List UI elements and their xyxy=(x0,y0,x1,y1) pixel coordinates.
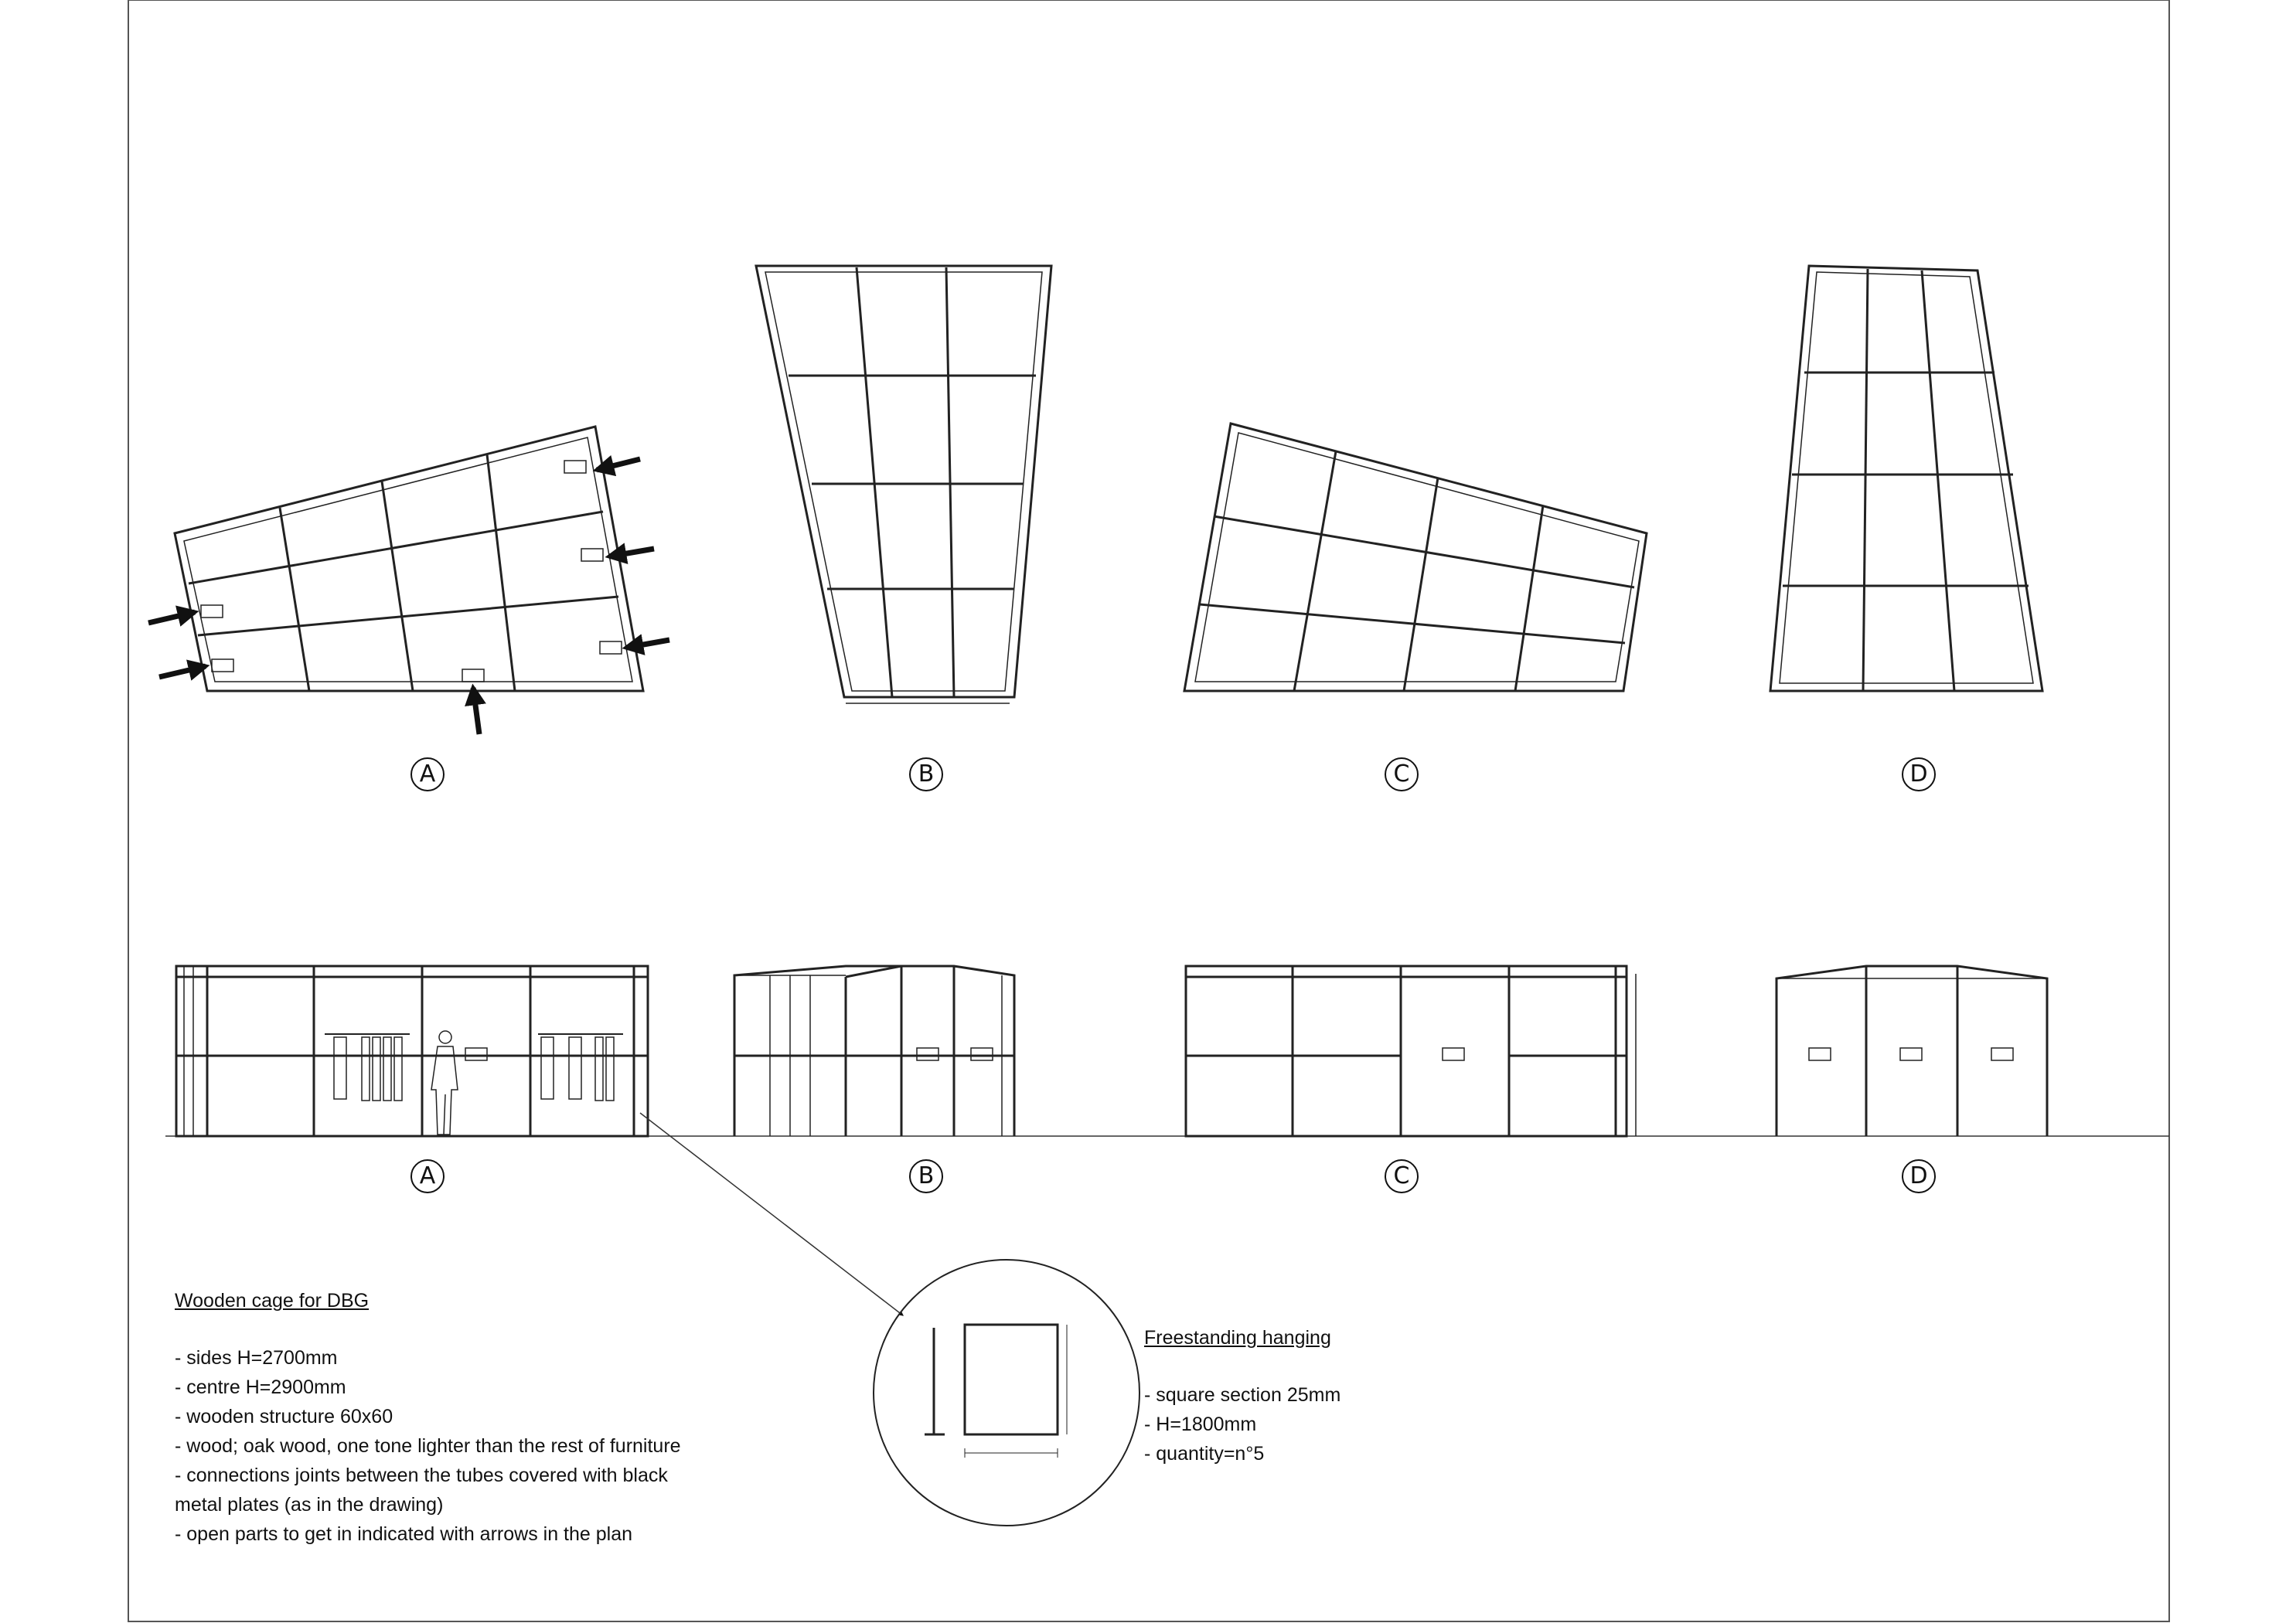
human-figure-icon xyxy=(431,1030,458,1135)
plan-label-c: C xyxy=(1385,757,1419,791)
elevation-a xyxy=(175,965,649,1138)
detail-leader-arrow xyxy=(639,1112,904,1316)
elevation-label-d: D xyxy=(1902,1159,1936,1193)
plan-c xyxy=(1183,422,1648,692)
plan-label-a: A xyxy=(410,757,445,791)
hanging-note-line: - quantity=n°5 xyxy=(1144,1443,1265,1465)
sheet-border xyxy=(128,0,2170,1622)
hanging-rack-detail xyxy=(873,1259,1140,1526)
hanging-note-line: - H=1800mm xyxy=(1144,1414,1257,1435)
cage-note-line: - wood; oak wood, one tone lighter than … xyxy=(175,1435,681,1457)
hanging-note-line: - square section 25mm xyxy=(1144,1384,1341,1406)
plan-a xyxy=(173,425,645,692)
cage-note-line: - open parts to get in indicated with ar… xyxy=(175,1523,633,1545)
elevation-b xyxy=(733,965,1016,1136)
cage-notes-title: Wooden cage for DBG xyxy=(175,1290,370,1312)
arrow-icon xyxy=(622,634,670,655)
elevation-label-c: C xyxy=(1385,1159,1419,1193)
entrance-arrows xyxy=(148,454,670,735)
cage-notes: Wooden cage for DBG - sides H=2700mm - c… xyxy=(175,1286,681,1549)
elevation-c xyxy=(1184,965,1637,1138)
cage-note-line: - sides H=2700mm xyxy=(175,1347,338,1369)
arrow-icon xyxy=(148,605,199,627)
plan-label-d: D xyxy=(1902,757,1936,791)
arrow-icon xyxy=(465,683,486,735)
plan-b xyxy=(755,264,1053,704)
arrow-icon xyxy=(605,543,655,564)
arrow-icon xyxy=(592,454,641,477)
cage-note-line: - centre H=2900mm xyxy=(175,1376,346,1398)
arrow-icon xyxy=(158,659,210,681)
hanging-notes: Freestanding hanging - square section 25… xyxy=(1144,1323,1340,1468)
elevation-label-a: A xyxy=(410,1159,445,1193)
cage-note-line: metal plates (as in the drawing) xyxy=(175,1494,444,1516)
elevation-d xyxy=(1775,965,2049,1136)
plan-label-b: B xyxy=(909,757,943,791)
elevation-label-b: B xyxy=(909,1159,943,1193)
cage-note-line: - wooden structure 60x60 xyxy=(175,1406,393,1427)
cage-note-line: - connections joints between the tubes c… xyxy=(175,1465,668,1486)
hanging-notes-title: Freestanding hanging xyxy=(1144,1327,1331,1349)
plan-d xyxy=(1769,264,2044,692)
